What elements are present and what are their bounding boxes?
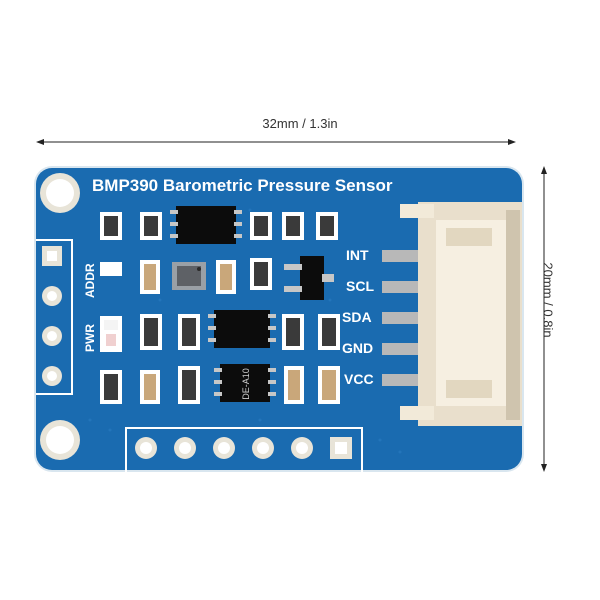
pcb-board: BMP390 Barometric Pressure Sensor ADDR P… (34, 166, 524, 472)
left-header-pins (42, 246, 62, 386)
components-mid (100, 258, 340, 404)
sensor-bmp390 (172, 262, 206, 290)
bottom-header-pins (135, 437, 352, 459)
pin-label-gnd: GND (342, 340, 373, 356)
ic-top (170, 206, 242, 244)
pin-label-int: INT (346, 247, 369, 263)
pin-label-sda: SDA (342, 309, 372, 325)
addr-label: ADDR (83, 263, 97, 298)
resistor-row-top (100, 212, 338, 240)
pin-label-vcc: VCC (344, 371, 374, 387)
board-title: BMP390 Barometric Pressure Sensor (92, 176, 393, 195)
width-dimension-label: 32mm / 1.3in (262, 116, 338, 131)
mounting-hole (40, 420, 80, 460)
transistor (284, 256, 334, 300)
width-dimension-arrow (36, 139, 516, 145)
pwr-label: PWR (83, 324, 97, 352)
pin-label-scl: SCL (346, 278, 374, 294)
jst-connector (382, 202, 522, 426)
ic-bottom: DE-A10 (214, 364, 276, 402)
mounting-hole (40, 173, 80, 213)
height-dimension-arrow (541, 166, 547, 472)
pwr-led (102, 330, 120, 350)
ic-middle (208, 310, 276, 348)
chip-marking: DE-A10 (241, 368, 251, 400)
